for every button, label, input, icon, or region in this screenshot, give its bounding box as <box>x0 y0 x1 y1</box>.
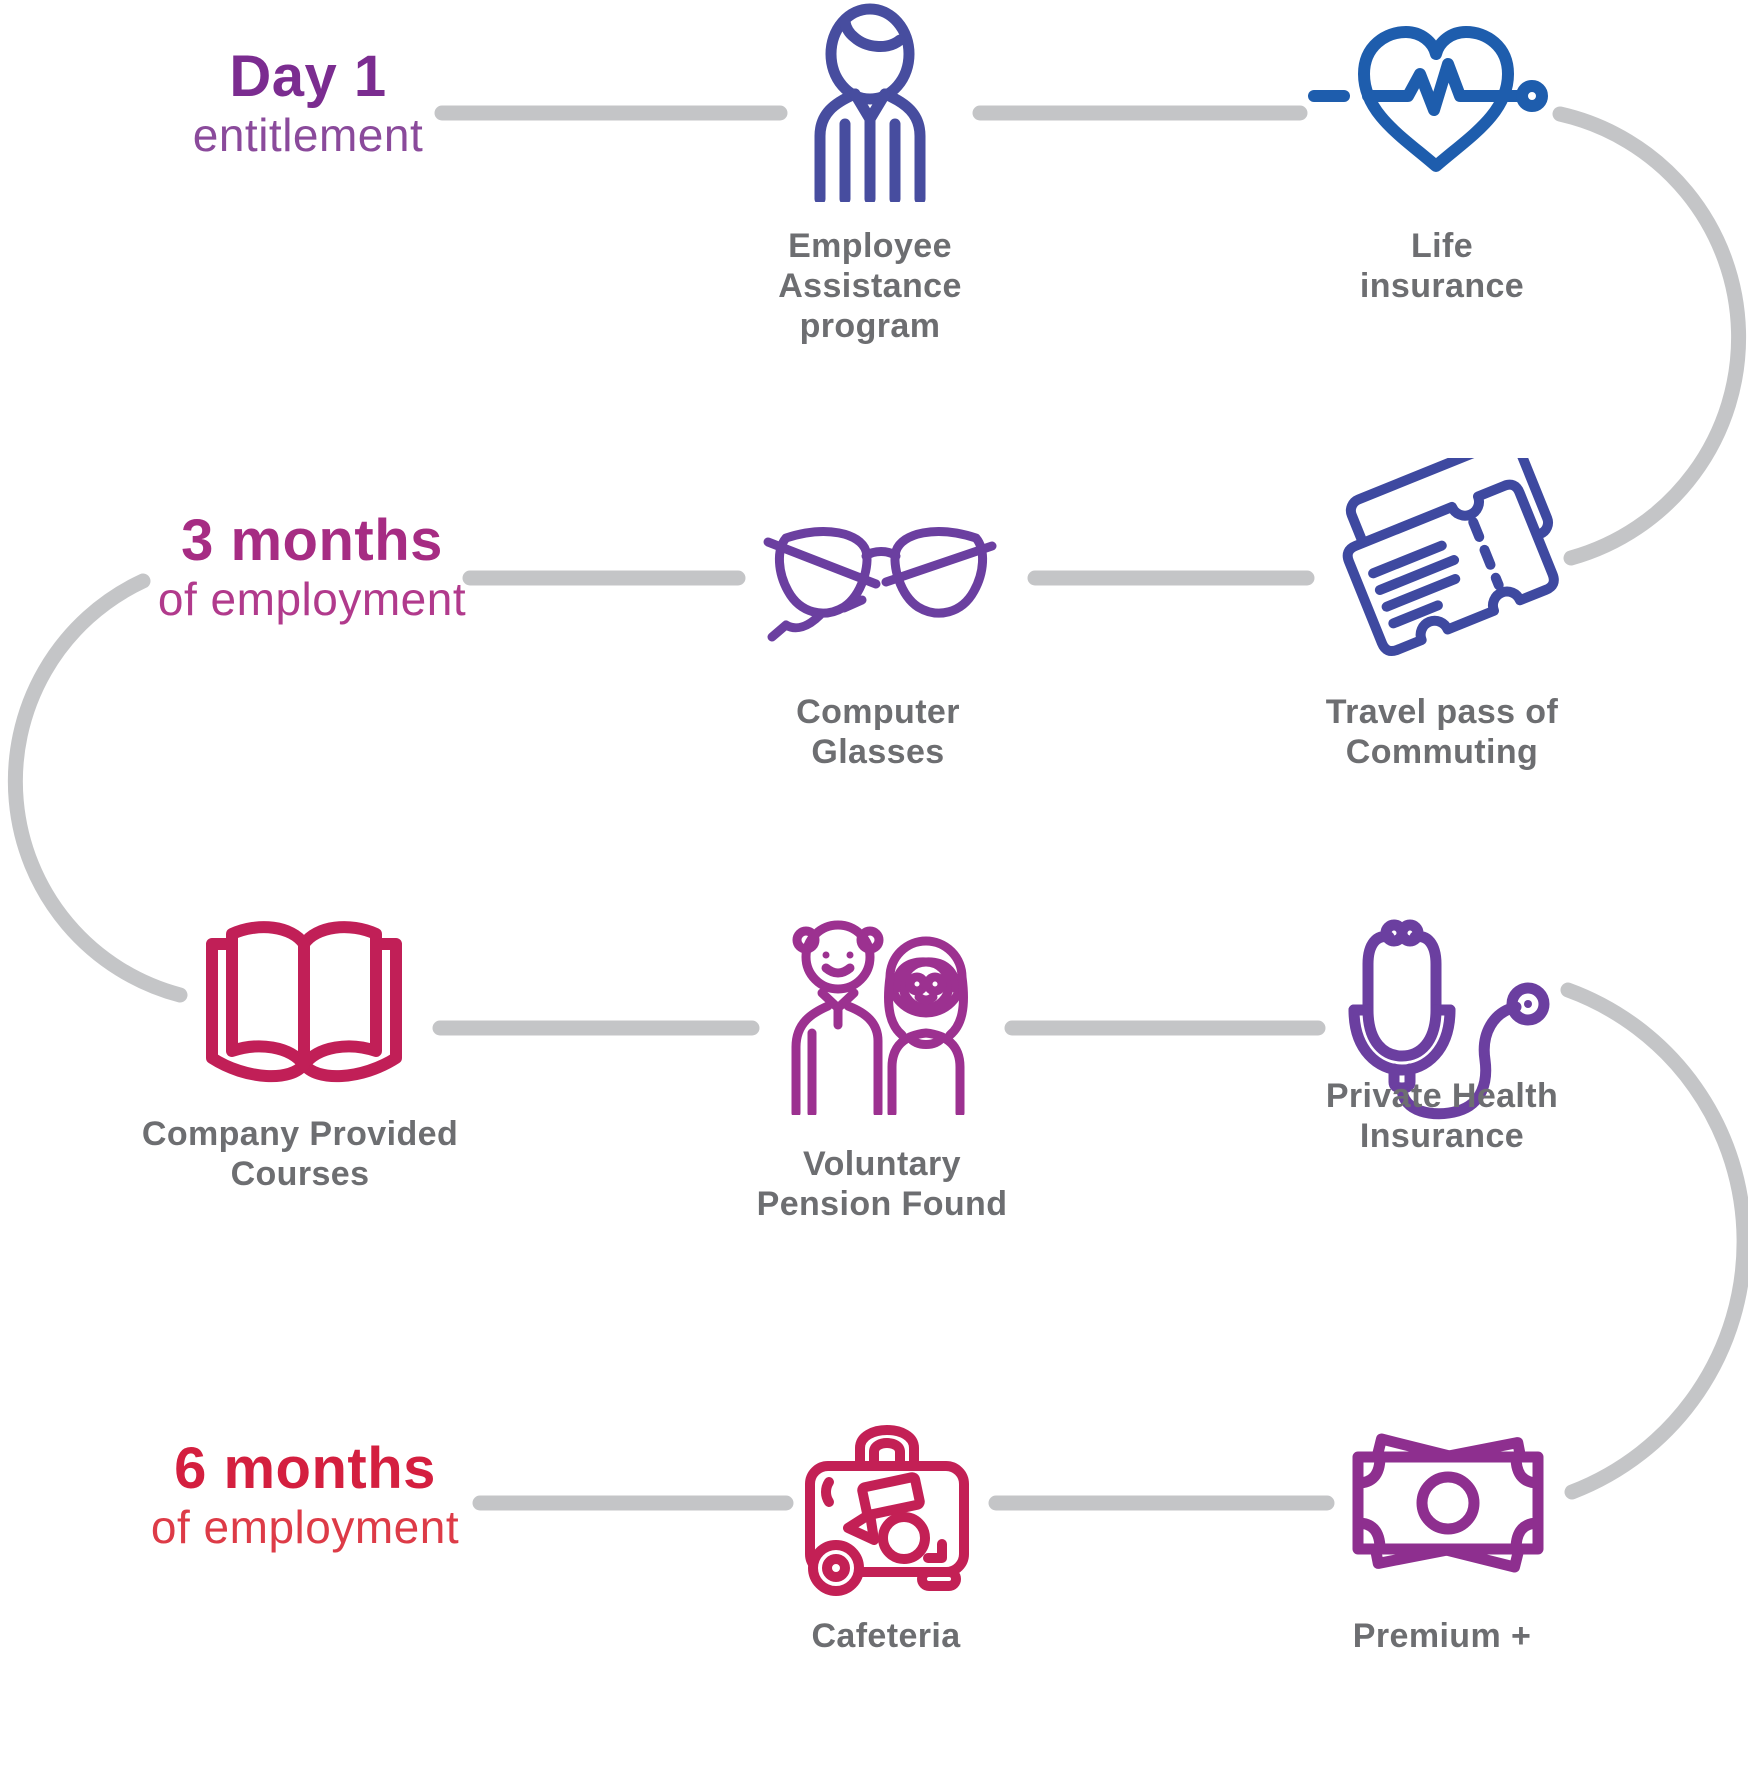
label-line: Pension Found <box>756 1185 1008 1223</box>
benefit-label-voluntary-pension: Voluntary Pension Found <box>757 1144 1008 1224</box>
person-icon <box>814 3 926 202</box>
heart-pulse-icon <box>1308 26 1548 172</box>
milestone-title: 6 months <box>174 1436 436 1501</box>
connector-arc <box>1560 982 1748 1500</box>
open-book-icon <box>206 921 402 1083</box>
connector-arc <box>1552 106 1747 566</box>
label-line: Courses <box>230 1155 370 1193</box>
connector-arc <box>7 573 188 1003</box>
glasses-icon <box>763 527 997 642</box>
milestone-title: 3 months <box>181 508 443 573</box>
label-line: Premium + <box>1352 1617 1532 1655</box>
milestone-3-months: 3 months of employment <box>158 510 466 626</box>
ticket-icon <box>1342 458 1559 657</box>
milestone-subtitle: of employment <box>150 1501 460 1553</box>
label-line: Computer <box>796 693 960 731</box>
benefit-label-private-health: Private Health Insurance <box>1326 1076 1558 1156</box>
benefit-label-premium-plus: Premium + <box>1353 1616 1531 1656</box>
label-line: insurance <box>1359 267 1525 305</box>
benefit-label-cafeteria: Cafeteria <box>811 1616 960 1656</box>
label-line: Company Provided <box>141 1115 459 1153</box>
label-line: Commuting <box>1345 733 1539 771</box>
banknote-icon <box>1352 1433 1544 1573</box>
benefit-label-computer-glasses: Computer Glasses <box>796 692 960 772</box>
label-line: Insurance <box>1359 1117 1525 1155</box>
stethoscope-icon <box>1348 919 1550 1120</box>
elderly-couple-icon <box>791 920 968 1115</box>
suitcase-icon <box>805 1425 969 1596</box>
benefit-label-life-insurance: Life insurance <box>1360 226 1524 306</box>
label-line: Assistance <box>778 267 962 305</box>
label-line: Cafeteria <box>811 1617 961 1655</box>
milestone-6-months: 6 months of employment <box>151 1438 459 1554</box>
benefit-label-travel-pass: Travel pass of Commuting <box>1326 692 1558 772</box>
label-line: Employee <box>788 227 952 265</box>
label-line: program <box>799 307 941 345</box>
benefit-label-employee-assistance: Employee Assistance program <box>778 226 962 346</box>
milestone-title: Day 1 <box>229 44 387 109</box>
label-line: Private Health <box>1325 1077 1559 1115</box>
milestone-subtitle: entitlement <box>192 109 424 161</box>
label-line: Voluntary <box>803 1145 961 1183</box>
milestone-subtitle: of employment <box>157 573 467 625</box>
label-line: Travel pass of <box>1325 693 1559 731</box>
label-line: Glasses <box>811 733 945 771</box>
benefit-label-company-courses: Company Provided Courses <box>142 1114 458 1194</box>
label-line: Life <box>1410 227 1474 265</box>
milestone-day-1: Day 1 entitlement <box>193 46 424 162</box>
